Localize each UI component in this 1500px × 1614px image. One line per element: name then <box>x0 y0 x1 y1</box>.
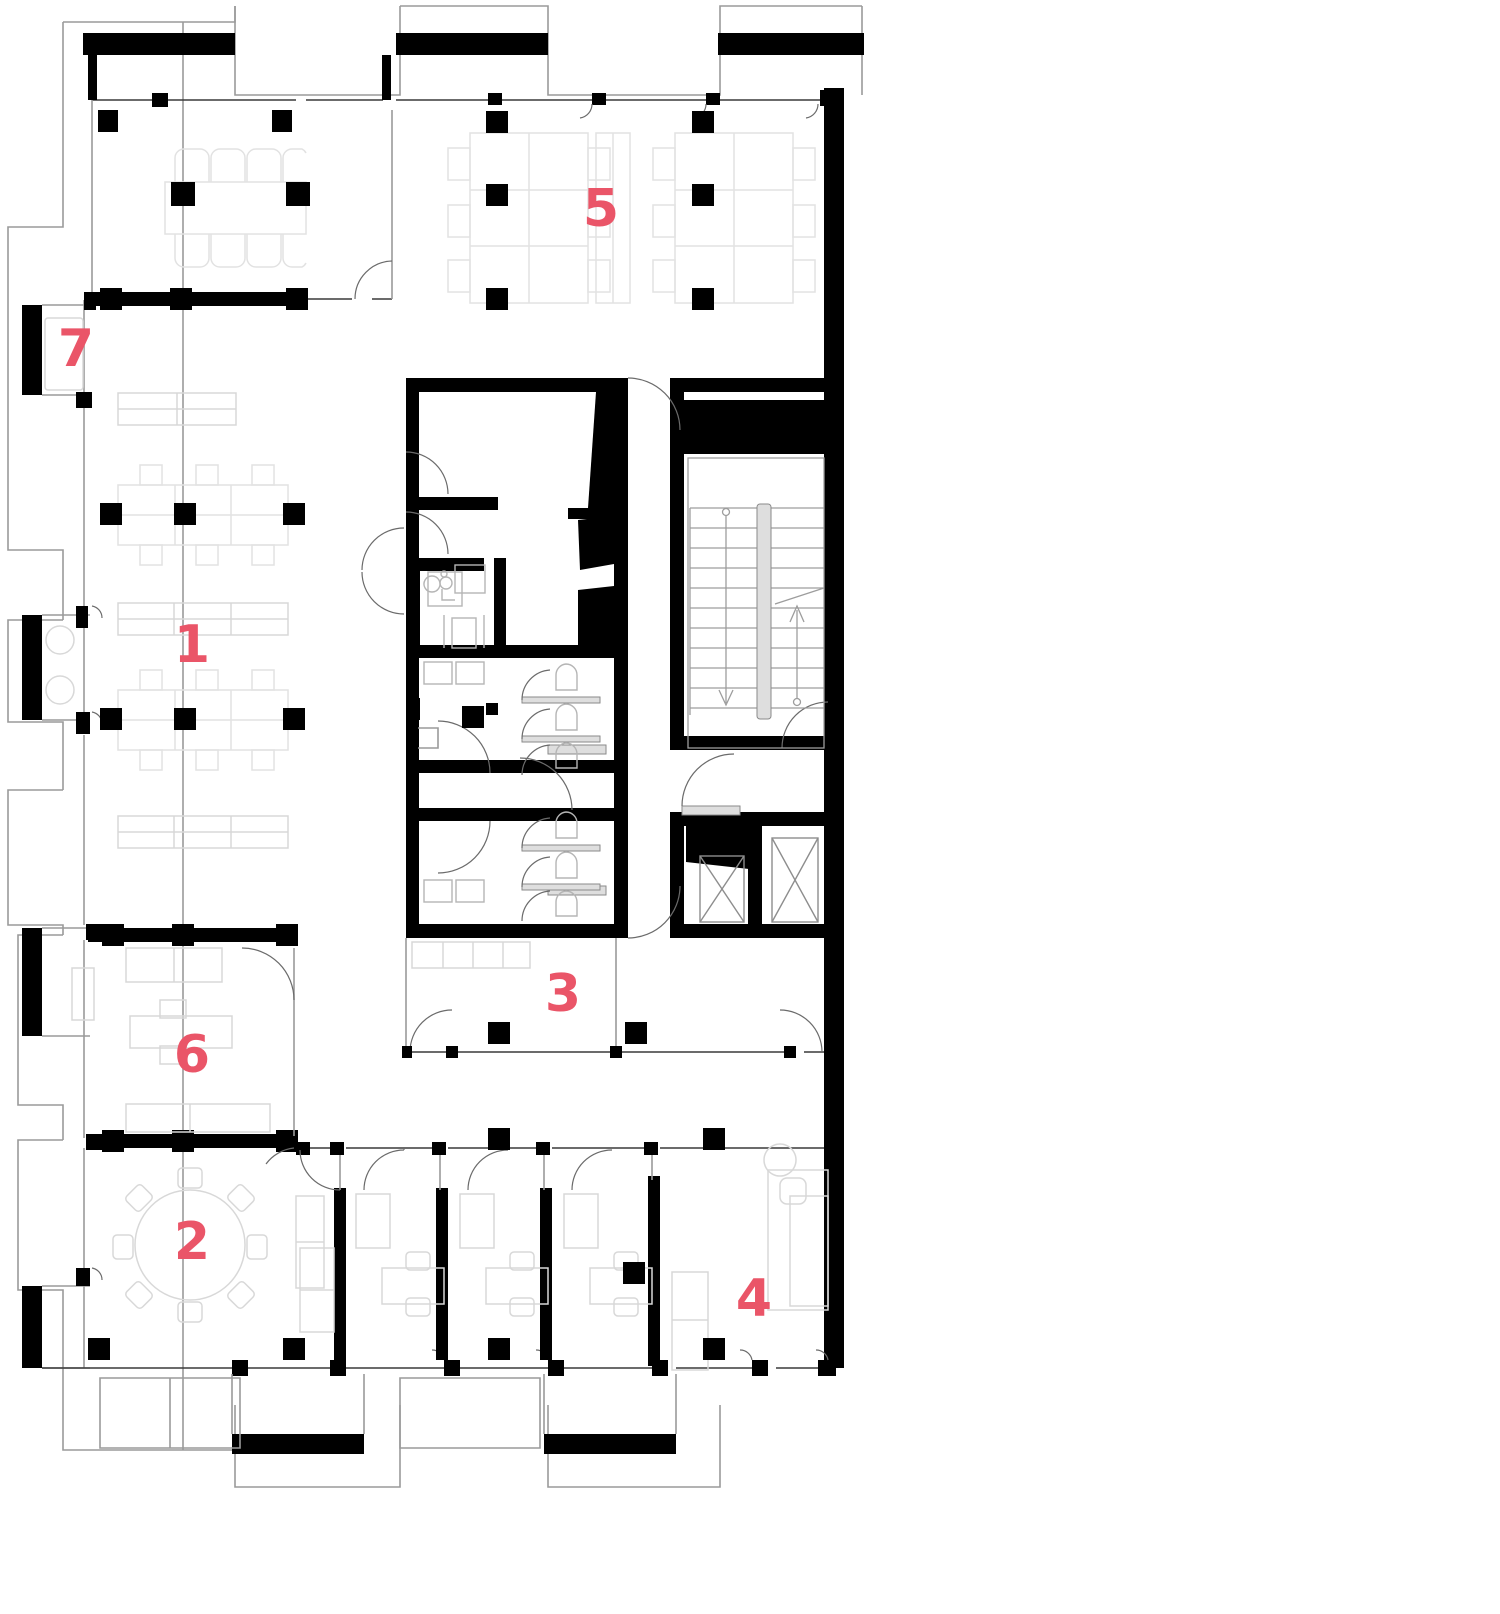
room-5-desk-clusters <box>447 132 816 304</box>
room-number-3: 3 <box>545 964 581 1024</box>
stair-arrow-down <box>718 507 734 707</box>
accessible-wc <box>423 564 486 649</box>
core-walls <box>406 378 830 938</box>
room-3-lobby <box>402 938 824 1058</box>
room-number-4: 4 <box>736 1269 772 1329</box>
private-offices <box>296 1142 824 1366</box>
room-7-and-nw-meeting <box>44 110 393 391</box>
room-number-2: 2 <box>174 1212 210 1272</box>
room-number-7: 7 <box>58 319 94 379</box>
south-facade <box>42 1349 836 1454</box>
elevator-bank <box>699 837 819 923</box>
room-number-labels: 1 2 3 4 5 6 7 <box>58 179 772 1329</box>
room-6-lounge <box>71 924 298 1165</box>
room-number-6: 6 <box>174 1025 210 1085</box>
east-party-wall <box>824 88 844 1368</box>
conference-table-north <box>164 148 307 268</box>
stairwell <box>687 457 825 749</box>
core-door-swings <box>361 377 829 939</box>
elevator-car-2 <box>771 837 819 923</box>
room-number-1: 1 <box>174 615 210 675</box>
bay-window-west-3 <box>22 928 42 1036</box>
room-2-round-meeting <box>112 1167 325 1323</box>
bay-window-south-2 <box>544 1434 676 1454</box>
west-facade <box>22 100 103 1369</box>
round-table-chairs <box>112 1167 268 1323</box>
room-number-5: 5 <box>583 179 619 239</box>
restroom-lower <box>423 811 601 922</box>
bay-window-west-4 <box>22 1286 42 1368</box>
elevator-car-1 <box>699 855 745 923</box>
stair-arrow-up <box>774 587 825 707</box>
bay-window-south-1 <box>232 1434 364 1454</box>
room-4-open-office <box>671 1143 829 1371</box>
bay-window-west-2 <box>22 615 42 720</box>
bay-window-west-1 <box>22 305 42 395</box>
structural-columns <box>88 110 725 1360</box>
